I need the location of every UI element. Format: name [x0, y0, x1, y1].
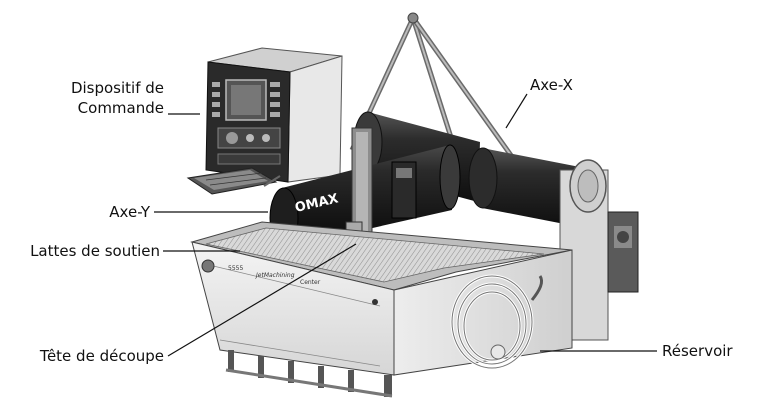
- label-axis-x: Axe-X: [530, 76, 573, 94]
- label-controller-line1: Dispositif de: [70, 79, 164, 97]
- leader-axis-x: [505, 93, 528, 129]
- label-axis-y: Axe-Y: [109, 203, 150, 221]
- tank-name-text: JetMachining: [255, 272, 295, 279]
- controller-console: [186, 47, 343, 195]
- label-controller-line2: Commande: [77, 99, 164, 117]
- label-cutting-head: Tête de découpe: [39, 347, 164, 365]
- cutting-head-assembly: [345, 127, 417, 257]
- label-slats: Lattes de soutien: [30, 242, 160, 260]
- label-tank: Réservoir: [662, 342, 733, 360]
- leader-cutting-head: [167, 243, 357, 357]
- label-controller: Dispositif de Commande: [38, 78, 164, 118]
- tank-suffix-text: Center: [300, 279, 321, 286]
- leader-lines: [154, 93, 657, 357]
- tank-model-text: 5555: [228, 265, 243, 272]
- hose-coil: [450, 274, 544, 370]
